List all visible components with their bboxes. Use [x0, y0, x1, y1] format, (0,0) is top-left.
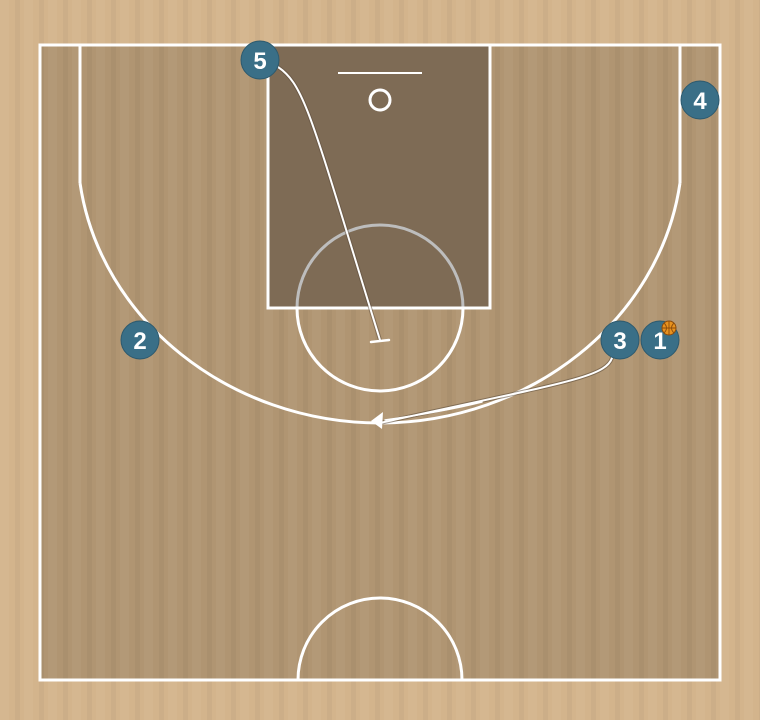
center-circle [296, 596, 464, 681]
player-5[interactable]: 5 [240, 40, 280, 80]
player-3[interactable]: 3 [600, 320, 640, 360]
free-throw-circle-bottom [295, 307, 465, 393]
court-boundary [38, 43, 722, 682]
paint-area [268, 45, 490, 308]
player-2[interactable]: 2 [120, 320, 160, 360]
cut-arrowhead [371, 412, 383, 429]
screen-path-5 [276, 65, 391, 344]
player-3-label: 3 [613, 328, 626, 355]
free-throw-circle-top [295, 223, 465, 309]
player-1[interactable]: 1 [640, 320, 680, 360]
basketball-icon [661, 320, 677, 336]
player-4-label: 4 [693, 88, 707, 115]
player-4[interactable]: 4 [680, 80, 720, 120]
player-1-label: 1 [653, 328, 666, 355]
player-2-label: 2 [133, 328, 146, 355]
rim [368, 88, 392, 112]
cut-path-3 [371, 356, 614, 429]
player-5-label: 5 [253, 48, 266, 75]
